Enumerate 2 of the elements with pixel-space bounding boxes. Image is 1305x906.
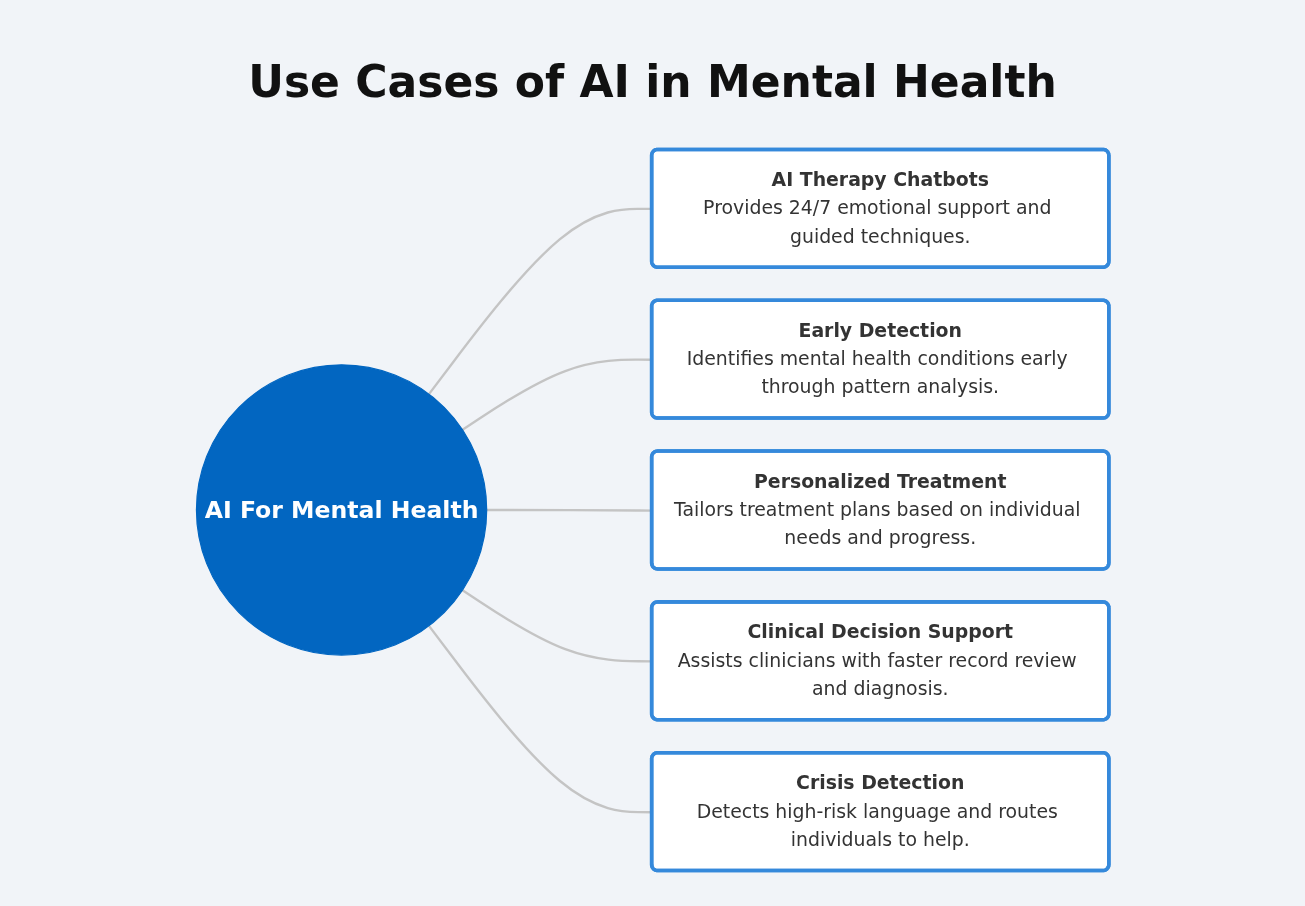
diagram-title: Use Cases of AI in Mental Health [248,56,1057,107]
node-circle: AI For Mental Health [195,364,488,656]
